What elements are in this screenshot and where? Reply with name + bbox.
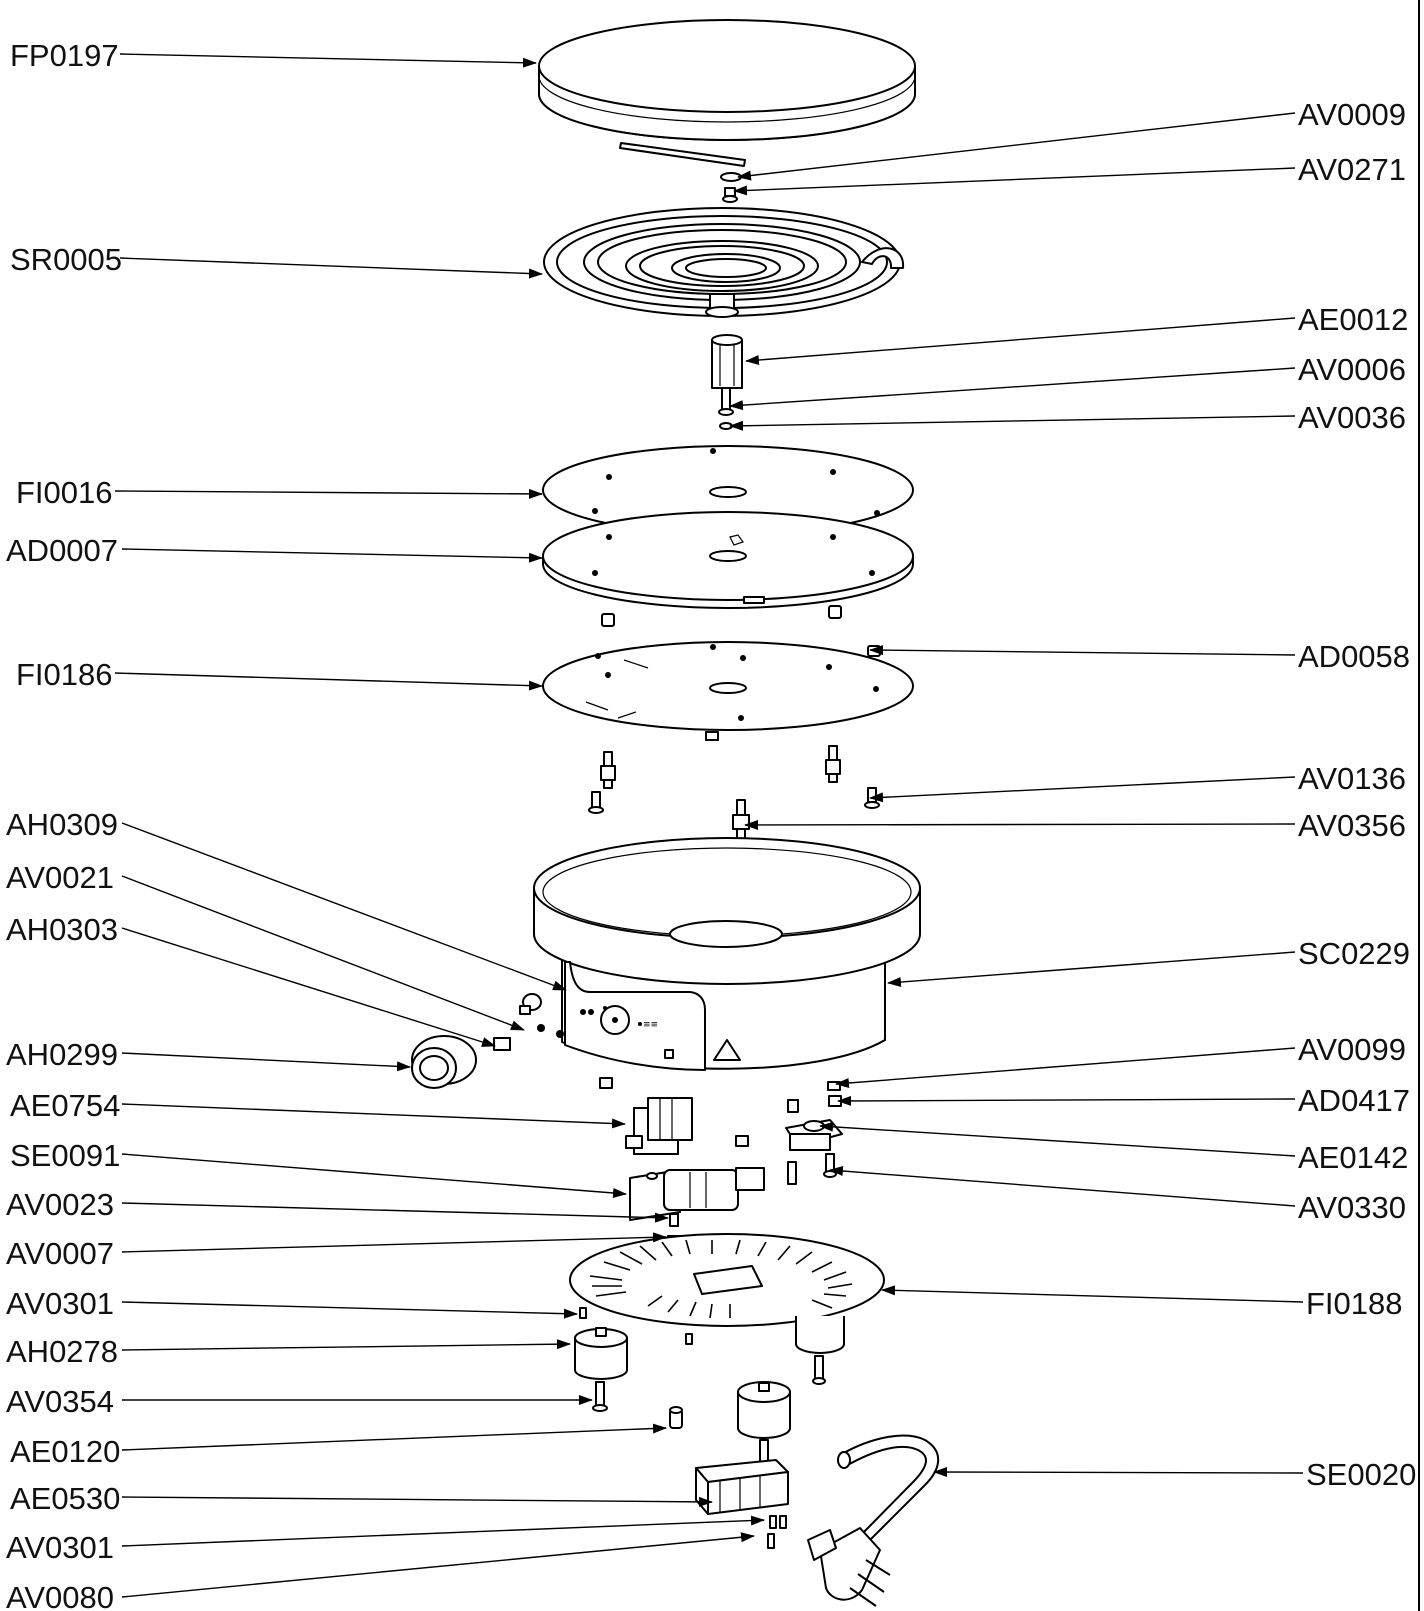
thermostat-part (785, 1081, 843, 1185)
callout-label: FP0197 (10, 38, 119, 73)
housing-part: ≡≡ (533, 837, 921, 1071)
callouts-left: FP0197 SR0005 FI0016 AD0007 FI0186 AH030… (6, 38, 122, 1611)
callout-label: AH0309 (6, 807, 118, 842)
callout-label: SC0229 (1298, 936, 1410, 971)
heating-coil-part (543, 207, 905, 318)
power-cord-part (807, 1434, 940, 1607)
callout-label: AV0021 (6, 860, 114, 895)
callouts-right: AV0009 AV0271 AE0012 AV0006 AV0036 AD005… (1298, 97, 1416, 1492)
parts-drawing: ≡≡ (411, 19, 940, 1607)
callout-label: AV0330 (1298, 1190, 1406, 1225)
callout-label: AV0009 (1298, 97, 1406, 132)
callout-label: AE0754 (10, 1088, 120, 1123)
leader-lines (114, 53, 1304, 1598)
cooking-plate-part (538, 19, 916, 141)
callout-label: AD0058 (1298, 639, 1410, 674)
callout-label: AH0278 (6, 1334, 118, 1369)
clip-and-screws-part (619, 142, 746, 203)
callout-label: AV0007 (6, 1236, 114, 1271)
rubber-feet-part (574, 1307, 845, 1467)
callout-label: FI0188 (1306, 1286, 1403, 1321)
callout-label: AE0530 (10, 1481, 120, 1516)
callout-label: FI0016 (16, 475, 113, 510)
callout-label: AV0136 (1298, 761, 1406, 796)
control-knob-part (411, 993, 564, 1089)
callout-label: AV0354 (6, 1384, 114, 1419)
callout-label: AV0023 (6, 1187, 114, 1222)
callout-label: AV0080 (6, 1580, 114, 1611)
standoff-bolts-part (588, 745, 880, 845)
callout-label: AV0271 (1298, 152, 1406, 187)
callout-label: SR0005 (10, 242, 122, 277)
callout-label: AV0356 (1298, 808, 1406, 843)
callout-label: AE0142 (1298, 1140, 1408, 1175)
callout-label: AH0303 (6, 912, 118, 947)
callout-label: AV0301 (6, 1286, 114, 1321)
vented-bottom-plate-part (569, 1233, 885, 1327)
callout-label: AV0099 (1298, 1032, 1406, 1067)
callout-label: AE0012 (1298, 302, 1408, 337)
callout-label: AD0007 (6, 533, 118, 568)
callout-label: AH0299 (6, 1037, 118, 1072)
callout-label: SE0020 (1306, 1457, 1416, 1492)
reflector-disc-part (542, 511, 914, 609)
callout-label: AE0120 (10, 1434, 120, 1469)
callout-label: AV0036 (1298, 400, 1406, 435)
svg-text:≡≡: ≡≡ (643, 1020, 658, 1030)
callout-label: AV0006 (1298, 352, 1406, 387)
terminal-block-part (711, 334, 743, 430)
relay-bracket-part (629, 1167, 765, 1242)
callout-label: FI0186 (16, 657, 113, 692)
base-disc-part (542, 641, 914, 741)
callout-label: SE0091 (10, 1138, 120, 1173)
selector-switch-part (599, 1077, 749, 1155)
callout-label: AD0417 (1298, 1083, 1410, 1118)
connector-block-part (669, 1406, 789, 1549)
callout-label: AV0301 (6, 1530, 114, 1565)
